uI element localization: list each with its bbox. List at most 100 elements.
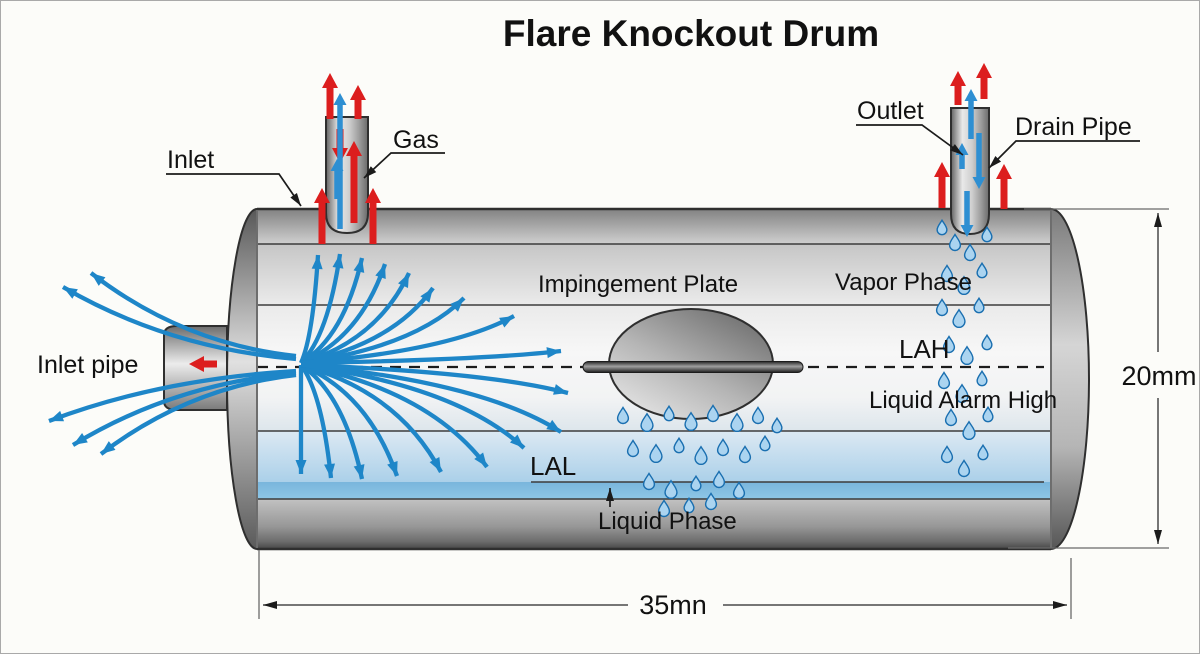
flow-arrowhead bbox=[509, 434, 524, 448]
red-flow-arrowhead bbox=[934, 162, 950, 177]
red-flow-arrowhead bbox=[322, 73, 338, 88]
dimension-arrowhead bbox=[1053, 601, 1067, 609]
red-flow-arrowhead bbox=[976, 63, 992, 78]
red-flow-arrowhead bbox=[996, 164, 1012, 179]
droplet bbox=[730, 412, 744, 433]
gas-leader-arrowhead bbox=[364, 166, 377, 178]
droplet bbox=[694, 445, 708, 466]
flow-arrowhead bbox=[429, 457, 441, 472]
droplet bbox=[751, 406, 765, 425]
dimension-arrowhead bbox=[263, 601, 277, 609]
droplet bbox=[673, 436, 685, 454]
flow-arrow bbox=[300, 362, 443, 474]
droplet bbox=[982, 405, 994, 423]
blue-flow-arrowhead bbox=[333, 93, 347, 105]
flow-arrowhead bbox=[295, 460, 307, 474]
flow-arrow bbox=[99, 372, 297, 456]
flow-arrowhead bbox=[420, 288, 433, 303]
impingement-plate bbox=[582, 308, 804, 420]
flow-arrowhead bbox=[553, 384, 568, 395]
droplet bbox=[942, 335, 956, 354]
droplet bbox=[649, 443, 663, 464]
outlet-leader bbox=[856, 124, 964, 156]
flow-arrow bbox=[71, 370, 297, 447]
flow-arrowhead bbox=[353, 464, 365, 479]
droplet bbox=[962, 420, 976, 441]
label-drain-pipe: Drain Pipe bbox=[1015, 113, 1132, 141]
droplet bbox=[684, 411, 698, 432]
liquid-phase-pointer-arrowhead bbox=[606, 488, 614, 501]
flow-arrowhead bbox=[63, 287, 78, 299]
dimension-height: 20mm bbox=[1121, 361, 1196, 391]
flow-arrowhead bbox=[324, 463, 335, 478]
droplet bbox=[642, 472, 656, 491]
droplet bbox=[626, 439, 640, 458]
dimension-length: 35mn bbox=[639, 590, 707, 620]
red-flow-arrowhead bbox=[189, 356, 204, 372]
flow-arrow bbox=[300, 348, 562, 366]
droplet bbox=[690, 474, 702, 492]
flow-arrow bbox=[300, 314, 516, 366]
blue-flow-arrowhead bbox=[972, 177, 986, 189]
red-flow-arrowhead bbox=[950, 71, 966, 86]
impingement-plate-rod bbox=[582, 361, 804, 373]
label-liquid-alarm-high: Liquid Alarm High bbox=[869, 387, 1057, 414]
flow-arrowhead bbox=[375, 264, 386, 280]
inlet-leader-arrowhead bbox=[290, 193, 301, 206]
red-flow-arrowhead bbox=[350, 85, 366, 100]
inlet-leader bbox=[166, 173, 302, 207]
flow-arrow bbox=[299, 254, 321, 364]
gas-leader bbox=[363, 152, 445, 179]
flow-arrowhead bbox=[332, 254, 344, 269]
flow-arrowhead bbox=[73, 433, 88, 445]
droplet bbox=[771, 416, 783, 434]
droplet bbox=[716, 438, 730, 457]
label-vapor-phase: Vapor Phase bbox=[835, 269, 972, 296]
droplet bbox=[981, 333, 993, 351]
label-lal: LAL bbox=[530, 451, 576, 481]
dimension-arrowhead bbox=[1154, 530, 1162, 544]
droplet bbox=[960, 345, 974, 366]
droplet bbox=[738, 445, 752, 464]
outlet-leader-arrowhead bbox=[950, 144, 963, 155]
droplet bbox=[955, 383, 969, 404]
label-gas: Gas bbox=[393, 126, 439, 154]
blue-flow-arrowhead bbox=[960, 225, 974, 237]
flow-arrow bbox=[299, 363, 365, 480]
red-flow-arrowhead bbox=[365, 188, 381, 203]
drain-pipe-leader-arrowhead bbox=[989, 155, 1002, 168]
droplet bbox=[616, 406, 630, 425]
droplet bbox=[640, 412, 654, 433]
flow-arrow-fan bbox=[48, 253, 569, 480]
flow-arrowhead bbox=[546, 419, 561, 432]
droplet bbox=[657, 499, 671, 518]
droplet bbox=[706, 404, 720, 423]
drain-pipe-leader bbox=[988, 140, 1140, 169]
flow-arrowhead bbox=[387, 460, 398, 476]
droplet bbox=[957, 459, 971, 478]
flow-arrowhead bbox=[450, 298, 464, 312]
droplet bbox=[759, 434, 771, 452]
flow-arrowhead bbox=[91, 273, 106, 286]
label-outlet: Outlet bbox=[857, 97, 924, 125]
drum-liquid-band bbox=[257, 482, 1051, 499]
flow-arrowhead bbox=[353, 258, 365, 273]
flow-arrowhead bbox=[101, 441, 116, 454]
drum-right-cap bbox=[1050, 207, 1090, 551]
label-inlet: Inlet bbox=[167, 146, 214, 174]
flow-arrowhead bbox=[474, 452, 487, 467]
flow-arrow bbox=[61, 285, 297, 362]
diagram-title: Flare Knockout Drum bbox=[503, 13, 879, 54]
droplet bbox=[952, 308, 966, 329]
flow-arrow bbox=[300, 363, 400, 477]
blue-flow-arrowhead bbox=[964, 89, 978, 101]
droplet bbox=[935, 298, 949, 317]
dimension-arrowhead bbox=[1154, 213, 1162, 227]
droplet bbox=[977, 443, 989, 461]
annotation-lines bbox=[166, 124, 1169, 619]
droplet bbox=[732, 481, 746, 500]
droplet bbox=[712, 470, 726, 489]
straight-arrows bbox=[189, 63, 1012, 372]
